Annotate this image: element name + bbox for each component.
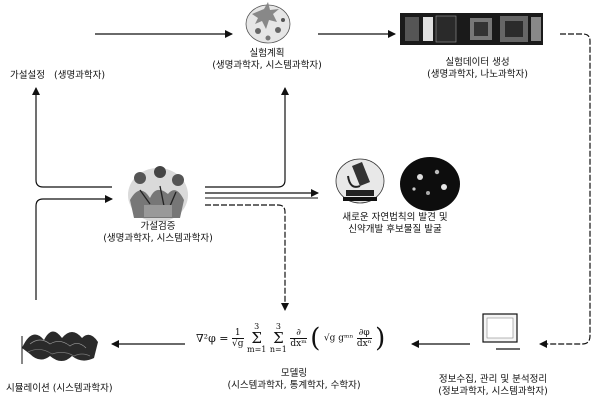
simulation-surface-icon <box>21 331 98 364</box>
hypothesis-label: 가설설정 <box>10 70 45 81</box>
arrow-verify-to-plan <box>205 87 289 188</box>
arrow-verify-to-hypothesis <box>32 87 112 188</box>
formula-lhs: ∇²φ = <box>196 332 229 345</box>
formula-inner: √g gᵐⁿ <box>323 333 354 344</box>
microscope-icon <box>335 158 385 204</box>
computer-monitor-icon <box>482 313 520 350</box>
info-label: 정보수집, 관리 및 분석정리 (정보과학자, 시스템과학자) <box>438 374 548 397</box>
plant-figure-icon <box>245 2 291 44</box>
hypothesis-sub: (생명과학자) <box>54 70 106 81</box>
verify-label: 가설검증 (생명과학자, 시스템과학자) <box>103 221 213 244</box>
arrow-verify-to-modeling <box>205 204 289 311</box>
formula-fraction: 1 √g <box>232 328 244 349</box>
formula-partial: ∂ dxᵐ <box>290 328 307 349</box>
plan-label: 실험계획 (생명과학자, 시스템과학자) <box>212 48 322 71</box>
people-group-icon <box>128 166 188 222</box>
simulation-label: 시뮬레이션 (시스템과학자) <box>6 383 113 394</box>
gel-image-icon <box>400 13 543 45</box>
formula-partial-phi: ∂φ dxⁿ <box>356 328 372 349</box>
modeling-label: 모델링 (시스템과학자, 통계학자, 수학자) <box>227 368 361 391</box>
discovery-label: 새로운 자연법칙의 발견 및 신약개발 후보물질 발굴 <box>342 212 448 235</box>
cell-image-icon <box>400 157 460 211</box>
arrow-simulation-to-verify <box>35 195 113 300</box>
arrow-data-to-info <box>539 33 591 348</box>
data-label: 실험데이터 생성 (생명과학자, 나노과학자) <box>427 57 528 80</box>
